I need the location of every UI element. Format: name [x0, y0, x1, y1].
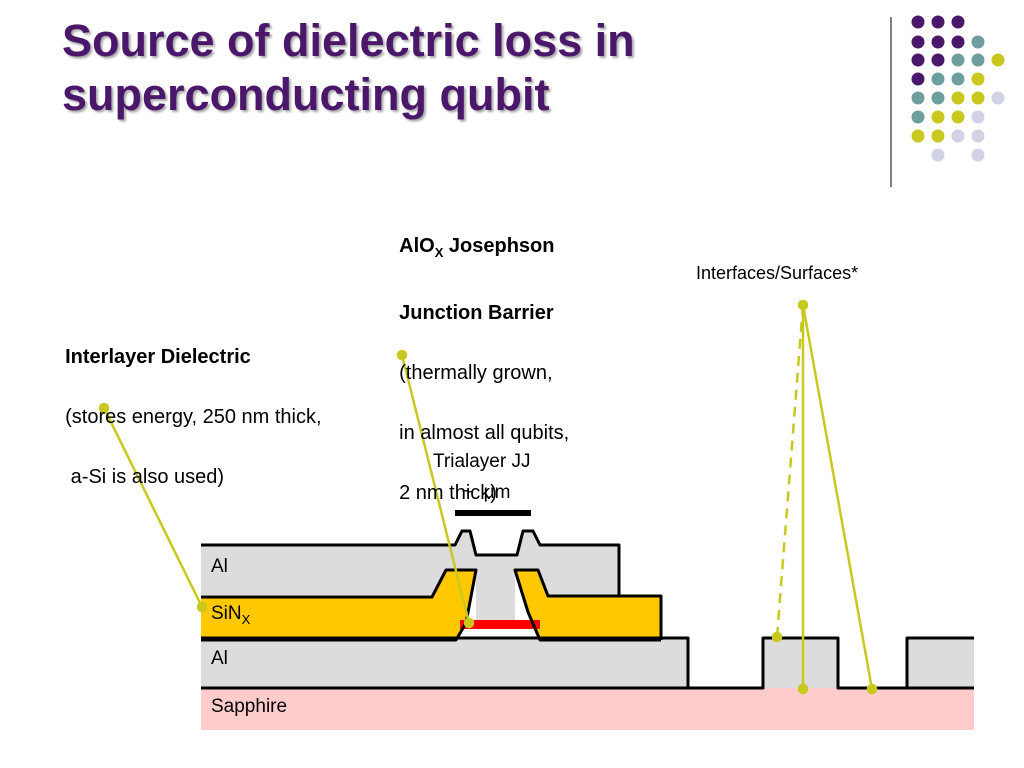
barrier-line3: 2 nm thick): [399, 482, 497, 504]
bottom-al-label: Al: [211, 648, 228, 669]
leader-interface-2: [801, 304, 874, 690]
sinx-label-base: SiN: [211, 603, 242, 624]
top-al-outline: [201, 529, 621, 595]
sinx-left-outline: [201, 568, 478, 642]
sinx-right-outline: [513, 568, 663, 642]
leader-dot: [797, 299, 809, 311]
interfaces-label: Interfaces/Surfaces*: [696, 263, 859, 283]
al-pad-right: [907, 638, 974, 688]
interlayer-line1: (stores energy, 250 nm thick,: [65, 406, 322, 428]
interlayer-heading: Interlayer Dielectric: [65, 346, 251, 368]
barrier-line2: in almost all qubits,: [399, 422, 570, 444]
sinx-layer-right: [515, 570, 661, 640]
barrier-heading: AlOX Josephson: [399, 235, 555, 260]
sinx-layer: [201, 570, 476, 640]
bottom-al-outline: [201, 636, 690, 688]
sapphire-label: Sapphire: [211, 696, 288, 717]
top-al-label: Al: [211, 556, 228, 577]
leader-dot: [196, 601, 208, 613]
sinx-label: SiNX: [211, 603, 250, 627]
trialayer-scale: ~ μm: [462, 482, 511, 503]
leader-interface-dashed: [775, 304, 805, 638]
barrier-annotation: AlOX Josephson Junction Barrier (thermal…: [388, 201, 569, 508]
al-pad-middle: [763, 638, 838, 688]
leader-dot: [797, 683, 809, 695]
substrate-surface: [201, 636, 974, 690]
barrier-heading-subscript: X: [434, 245, 444, 260]
barrier-heading-base: AlO: [399, 235, 435, 257]
leader-barrier: [400, 354, 471, 624]
interlayer-annotation: Interlayer Dielectric (stores energy, 25…: [54, 312, 322, 492]
bottom-al-layer: [201, 638, 688, 688]
leader-dot: [98, 402, 110, 414]
barrier-heading2: Junction Barrier: [399, 302, 554, 324]
slide-title: Source of dielectric loss in superconduc…: [62, 15, 635, 120]
leader-dot: [866, 683, 878, 695]
sinx-label-subscript: X: [241, 611, 251, 627]
top-al-layer: [201, 531, 619, 598]
barrier-heading-suffix: Josephson: [443, 235, 555, 257]
trialayer-label: Trialayer JJ: [433, 451, 531, 472]
alox-barrier: [460, 620, 540, 629]
leader-dot: [396, 349, 408, 361]
leader-dot: [771, 631, 783, 643]
sapphire-layer: [201, 688, 974, 730]
barrier-line1: (thermally grown,: [399, 362, 553, 384]
interlayer-line2: a-Si is also used): [65, 466, 225, 488]
leader-interlayer: [102, 407, 204, 608]
junction-al-plug: [476, 598, 515, 620]
leader-dot: [463, 617, 475, 629]
